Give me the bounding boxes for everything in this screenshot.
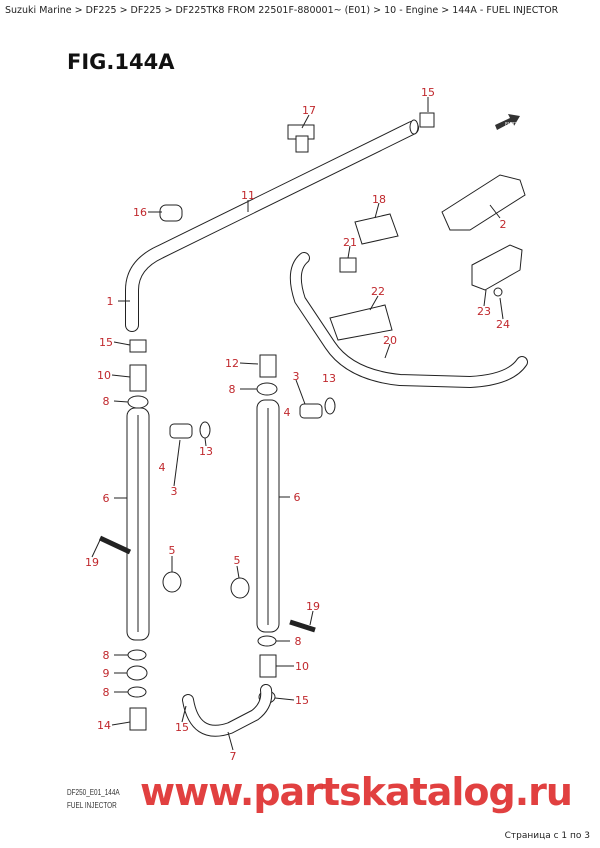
- callout[interactable]: 16: [133, 206, 147, 219]
- callout[interactable]: 8: [103, 686, 110, 699]
- callout[interactable]: 4: [159, 461, 166, 474]
- watermark: www.partskatalog.ru: [140, 770, 573, 814]
- callout[interactable]: 23: [477, 305, 491, 318]
- drawing-code: DF250_E01_144A: [67, 788, 120, 797]
- callout[interactable]: 12: [225, 357, 239, 370]
- bracket-2: [441, 174, 526, 231]
- callout[interactable]: 7: [230, 750, 237, 763]
- callout[interactable]: 17: [302, 104, 316, 117]
- callout[interactable]: 14: [97, 719, 111, 732]
- caption: FUEL INJECTOR: [67, 801, 117, 810]
- callout[interactable]: 20: [383, 334, 397, 347]
- pager: Страница с 1 по 3: [504, 831, 590, 841]
- callout[interactable]: 22: [371, 285, 385, 298]
- callout[interactable]: 8: [229, 383, 236, 396]
- callout[interactable]: 21: [343, 236, 357, 249]
- callout[interactable]: 6: [103, 492, 110, 505]
- callout[interactable]: 8: [103, 395, 110, 408]
- callout[interactable]: 1: [107, 295, 114, 308]
- breadcrumb[interactable]: Suzuki Marine > DF225 > DF225 > DF225TK8…: [5, 5, 559, 16]
- callouts: 15 17 11 16 18 2 21 22 1 23 24 20 15 12 …: [85, 86, 510, 763]
- callout[interactable]: 2: [500, 218, 507, 231]
- fwd-arrow-icon: FWD: [495, 114, 520, 130]
- hose-7: [182, 684, 273, 737]
- callout[interactable]: 19: [85, 556, 99, 569]
- callout[interactable]: 3: [293, 370, 300, 383]
- leader-lines: [91, 97, 504, 751]
- callout[interactable]: 4: [284, 406, 291, 419]
- callout[interactable]: 15: [175, 721, 189, 734]
- callout[interactable]: 5: [169, 544, 176, 557]
- fuel-rail-left: [98, 339, 211, 731]
- callout[interactable]: 15: [421, 86, 435, 99]
- callout[interactable]: 19: [306, 600, 320, 613]
- hose-20: [289, 252, 528, 389]
- clip-15: [419, 112, 435, 128]
- fwd-label: FWD: [505, 122, 517, 128]
- callout[interactable]: 5: [234, 554, 241, 567]
- clip-18: [354, 213, 399, 245]
- fuel-pipe-11: [125, 119, 419, 332]
- callout[interactable]: 8: [103, 649, 110, 662]
- clip-22: [329, 304, 393, 341]
- callout[interactable]: 24: [496, 318, 510, 331]
- callout[interactable]: 15: [99, 336, 113, 349]
- clip-16: [159, 204, 183, 222]
- callout[interactable]: 3: [171, 485, 178, 498]
- callout[interactable]: 10: [97, 369, 111, 382]
- callout[interactable]: 10: [295, 660, 309, 673]
- figure-title: FIG.144A: [67, 50, 175, 74]
- callout[interactable]: 8: [295, 635, 302, 648]
- callout[interactable]: 13: [199, 445, 213, 458]
- clip-17: [287, 124, 315, 153]
- callout[interactable]: 6: [294, 491, 301, 504]
- callout[interactable]: 15: [295, 694, 309, 707]
- callout[interactable]: 11: [241, 189, 255, 202]
- callout[interactable]: 13: [322, 372, 336, 385]
- bracket-23: [471, 244, 523, 297]
- callout[interactable]: 18: [372, 193, 386, 206]
- callout[interactable]: 9: [103, 667, 110, 680]
- clip-21: [339, 257, 357, 273]
